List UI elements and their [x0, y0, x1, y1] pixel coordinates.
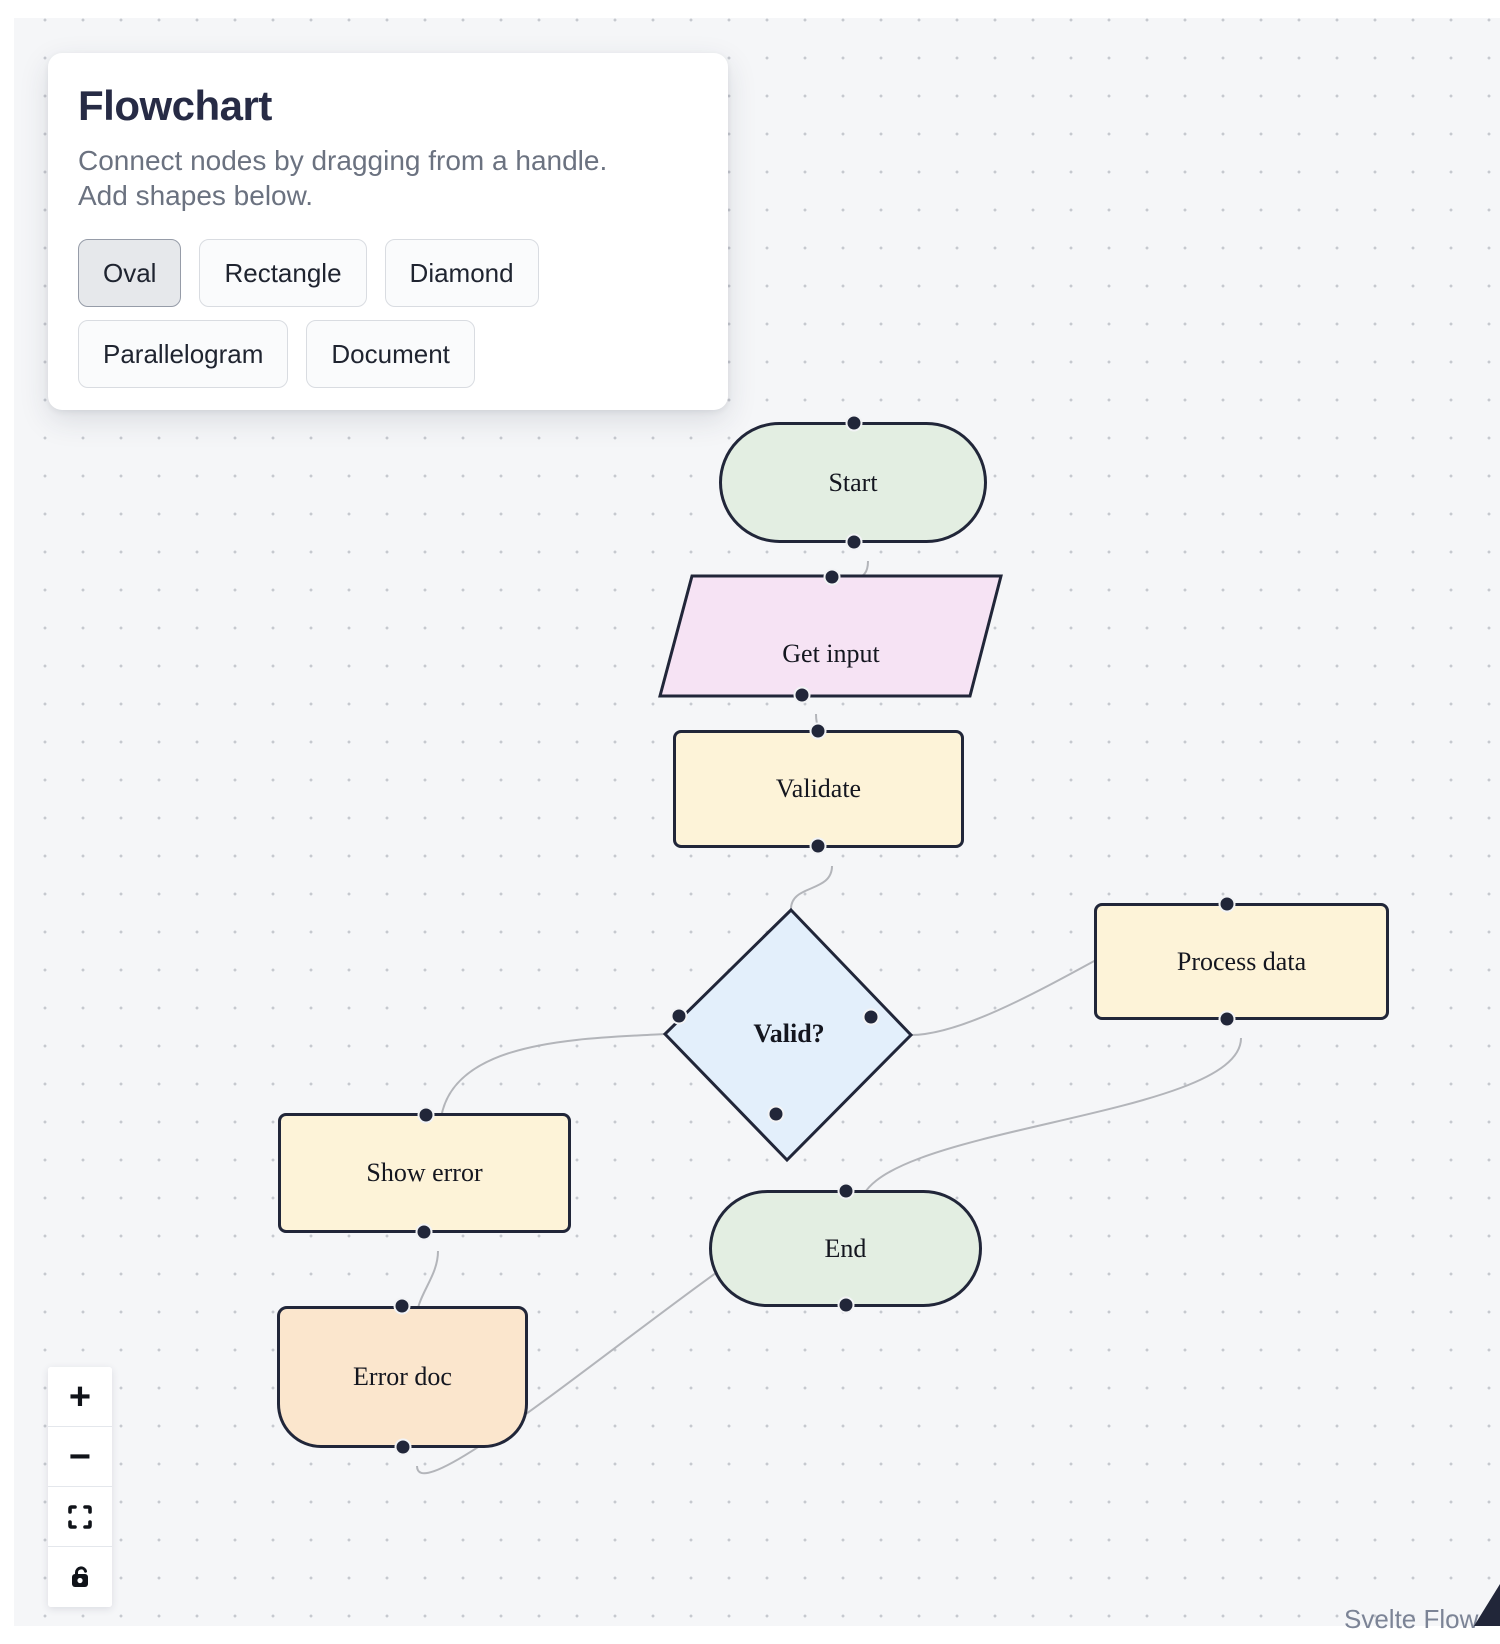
zoom-in-button[interactable]: +: [48, 1367, 112, 1427]
shape-button-row: Oval Rectangle Diamond Parallelogram Doc…: [78, 239, 678, 389]
corner-logo-icon: [1474, 1584, 1500, 1626]
page-title: Flowchart: [78, 82, 272, 129]
fit-view-button[interactable]: [48, 1487, 112, 1547]
edge-validate-valid[interactable]: [790, 865, 833, 910]
handle-valid-left[interactable]: [670, 1007, 688, 1025]
node-end-label: End: [824, 1233, 867, 1263]
edge-valid-showerror[interactable]: [439, 1033, 666, 1132]
plus-icon: +: [68, 1375, 92, 1418]
handle-error-doc-top[interactable]: [393, 1297, 411, 1315]
handle-valid-right[interactable]: [862, 1008, 880, 1026]
handle-show-error-top[interactable]: [417, 1106, 435, 1124]
node-end[interactable]: End: [709, 1190, 982, 1307]
unlock-icon: [72, 1566, 88, 1587]
node-process-data[interactable]: Process data: [1094, 903, 1389, 1020]
handle-end-top[interactable]: [837, 1182, 855, 1200]
handle-process-data-top[interactable]: [1218, 895, 1236, 913]
handle-validate-top[interactable]: [809, 722, 827, 740]
handle-show-error-bottom[interactable]: [415, 1223, 433, 1241]
handle-end-bottom[interactable]: [837, 1296, 855, 1314]
handle-process-data-bottom[interactable]: [1218, 1010, 1236, 1028]
node-process-data-label: Process data: [1176, 946, 1307, 976]
handle-get-input-bottom[interactable]: [793, 686, 811, 704]
add-diamond-button[interactable]: Diamond: [384, 239, 539, 308]
node-validate[interactable]: Validate: [673, 730, 964, 848]
add-rectangle-button[interactable]: Rectangle: [199, 239, 367, 308]
node-valid[interactable]: [659, 886, 917, 1163]
lock-toggle-button[interactable]: [48, 1547, 112, 1607]
zoom-out-button[interactable]: −: [48, 1427, 112, 1487]
handle-start-bottom[interactable]: [845, 533, 863, 551]
add-document-button[interactable]: Document: [306, 320, 475, 389]
node-start-label: Start: [828, 467, 878, 497]
handle-error-doc-bottom[interactable]: [394, 1438, 412, 1456]
add-oval-button[interactable]: Oval: [78, 239, 182, 308]
node-error-doc-label: Error doc: [353, 1362, 452, 1391]
handle-start-top[interactable]: [845, 414, 863, 432]
flowchart-panel: Flowchart Connect nodes by dragging from…: [48, 53, 728, 410]
panel-description: Connect nodes by dragging from a handle.…: [78, 145, 608, 212]
canvas-controls: + −: [48, 1367, 112, 1607]
node-start[interactable]: Start: [719, 422, 987, 543]
node-show-error-label: Show error: [366, 1158, 483, 1187]
node-validate-label: Validate: [775, 774, 862, 803]
node-get-input-label: Get input: [782, 639, 880, 668]
minus-icon: −: [68, 1435, 92, 1478]
fit-view-icon: [68, 1504, 92, 1529]
node-get-input[interactable]: [640, 570, 1003, 710]
handle-validate-bottom[interactable]: [809, 837, 827, 855]
attribution-link[interactable]: Svelte Flow: [1344, 1604, 1479, 1634]
handle-get-input-top[interactable]: [823, 568, 841, 586]
add-parallelogram-button[interactable]: Parallelogram: [78, 320, 289, 389]
node-show-error[interactable]: Show error: [278, 1113, 571, 1233]
handle-valid-bottom[interactable]: [767, 1105, 785, 1123]
edge-processdata-end[interactable]: [859, 1037, 1242, 1209]
node-error-doc[interactable]: Error doc: [277, 1306, 528, 1448]
node-valid-label: Valid?: [753, 1019, 825, 1048]
